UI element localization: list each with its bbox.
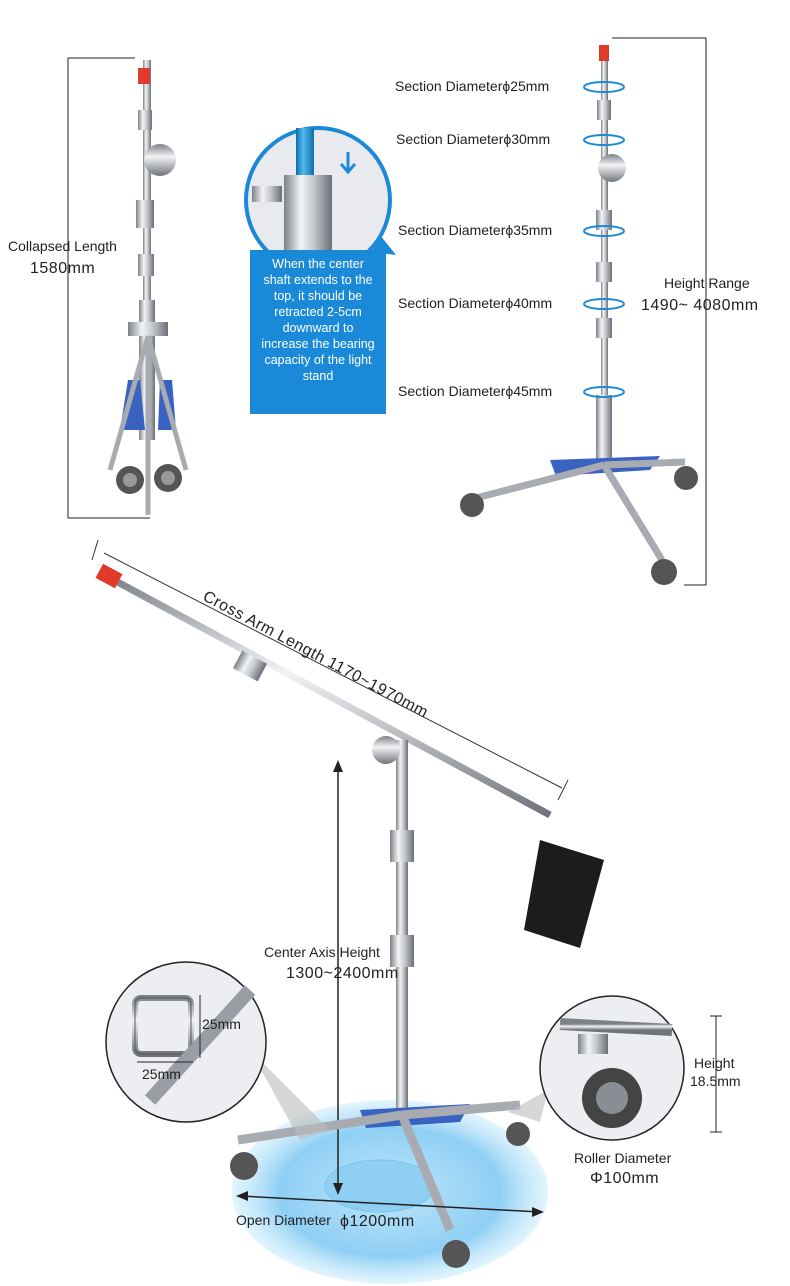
note-line: capacity of the light xyxy=(264,353,372,367)
section-diameter-30: Section Diameterϕ30mm xyxy=(396,131,551,147)
section-diameter-45: Section Diameterϕ45mm xyxy=(398,383,553,399)
collapsed-length-label: Collapsed Length xyxy=(8,238,117,254)
note-line: increase the bearing xyxy=(261,337,375,351)
tube-width-label: 25mm xyxy=(142,1066,181,1082)
wheel-detail xyxy=(508,995,722,1141)
collapsed-stand xyxy=(67,57,189,519)
tube-detail xyxy=(105,961,330,1140)
center-axis-height-value: 1300~2400mm xyxy=(286,965,399,982)
tube-height-label: 25mm xyxy=(202,1016,241,1032)
height-range-value: 1490~ 4080mm xyxy=(641,297,759,314)
section-diameter-35: Section Diameterϕ35mm xyxy=(398,222,553,238)
roller-diameter-label: Roller Diameter xyxy=(574,1150,672,1166)
note-line: When the center xyxy=(272,257,364,271)
note-line: stand xyxy=(302,369,334,383)
open-diameter-value: ϕ1200mm xyxy=(340,1213,415,1230)
open-diameter-label: Open Diameter xyxy=(236,1212,331,1228)
roller-diameter-value: Φ100mm xyxy=(590,1170,660,1187)
height-range-label: Height Range xyxy=(664,275,750,291)
extended-stand xyxy=(460,37,707,586)
section-diameter-40: Section Diameterϕ40mm xyxy=(398,295,553,311)
shaft-detail xyxy=(244,126,396,274)
center-axis-height-label: Center Axis Height xyxy=(264,944,380,960)
note-line: shaft extends to the xyxy=(263,273,373,287)
collapsed-length-value: 1580mm xyxy=(30,260,96,277)
note-line: top, it should be xyxy=(273,289,363,303)
wheel-height-value: 18.5mm xyxy=(690,1073,741,1089)
boom-stand xyxy=(91,539,604,1284)
section-diameter-25: Section Diameterϕ25mm xyxy=(395,78,550,94)
wheel-height-label: Height xyxy=(694,1055,735,1071)
note-line: downward to xyxy=(282,321,354,335)
note-line: retracted 2-5cm xyxy=(274,305,362,319)
shaft-note: When the center shaft extends to the top… xyxy=(250,250,386,414)
